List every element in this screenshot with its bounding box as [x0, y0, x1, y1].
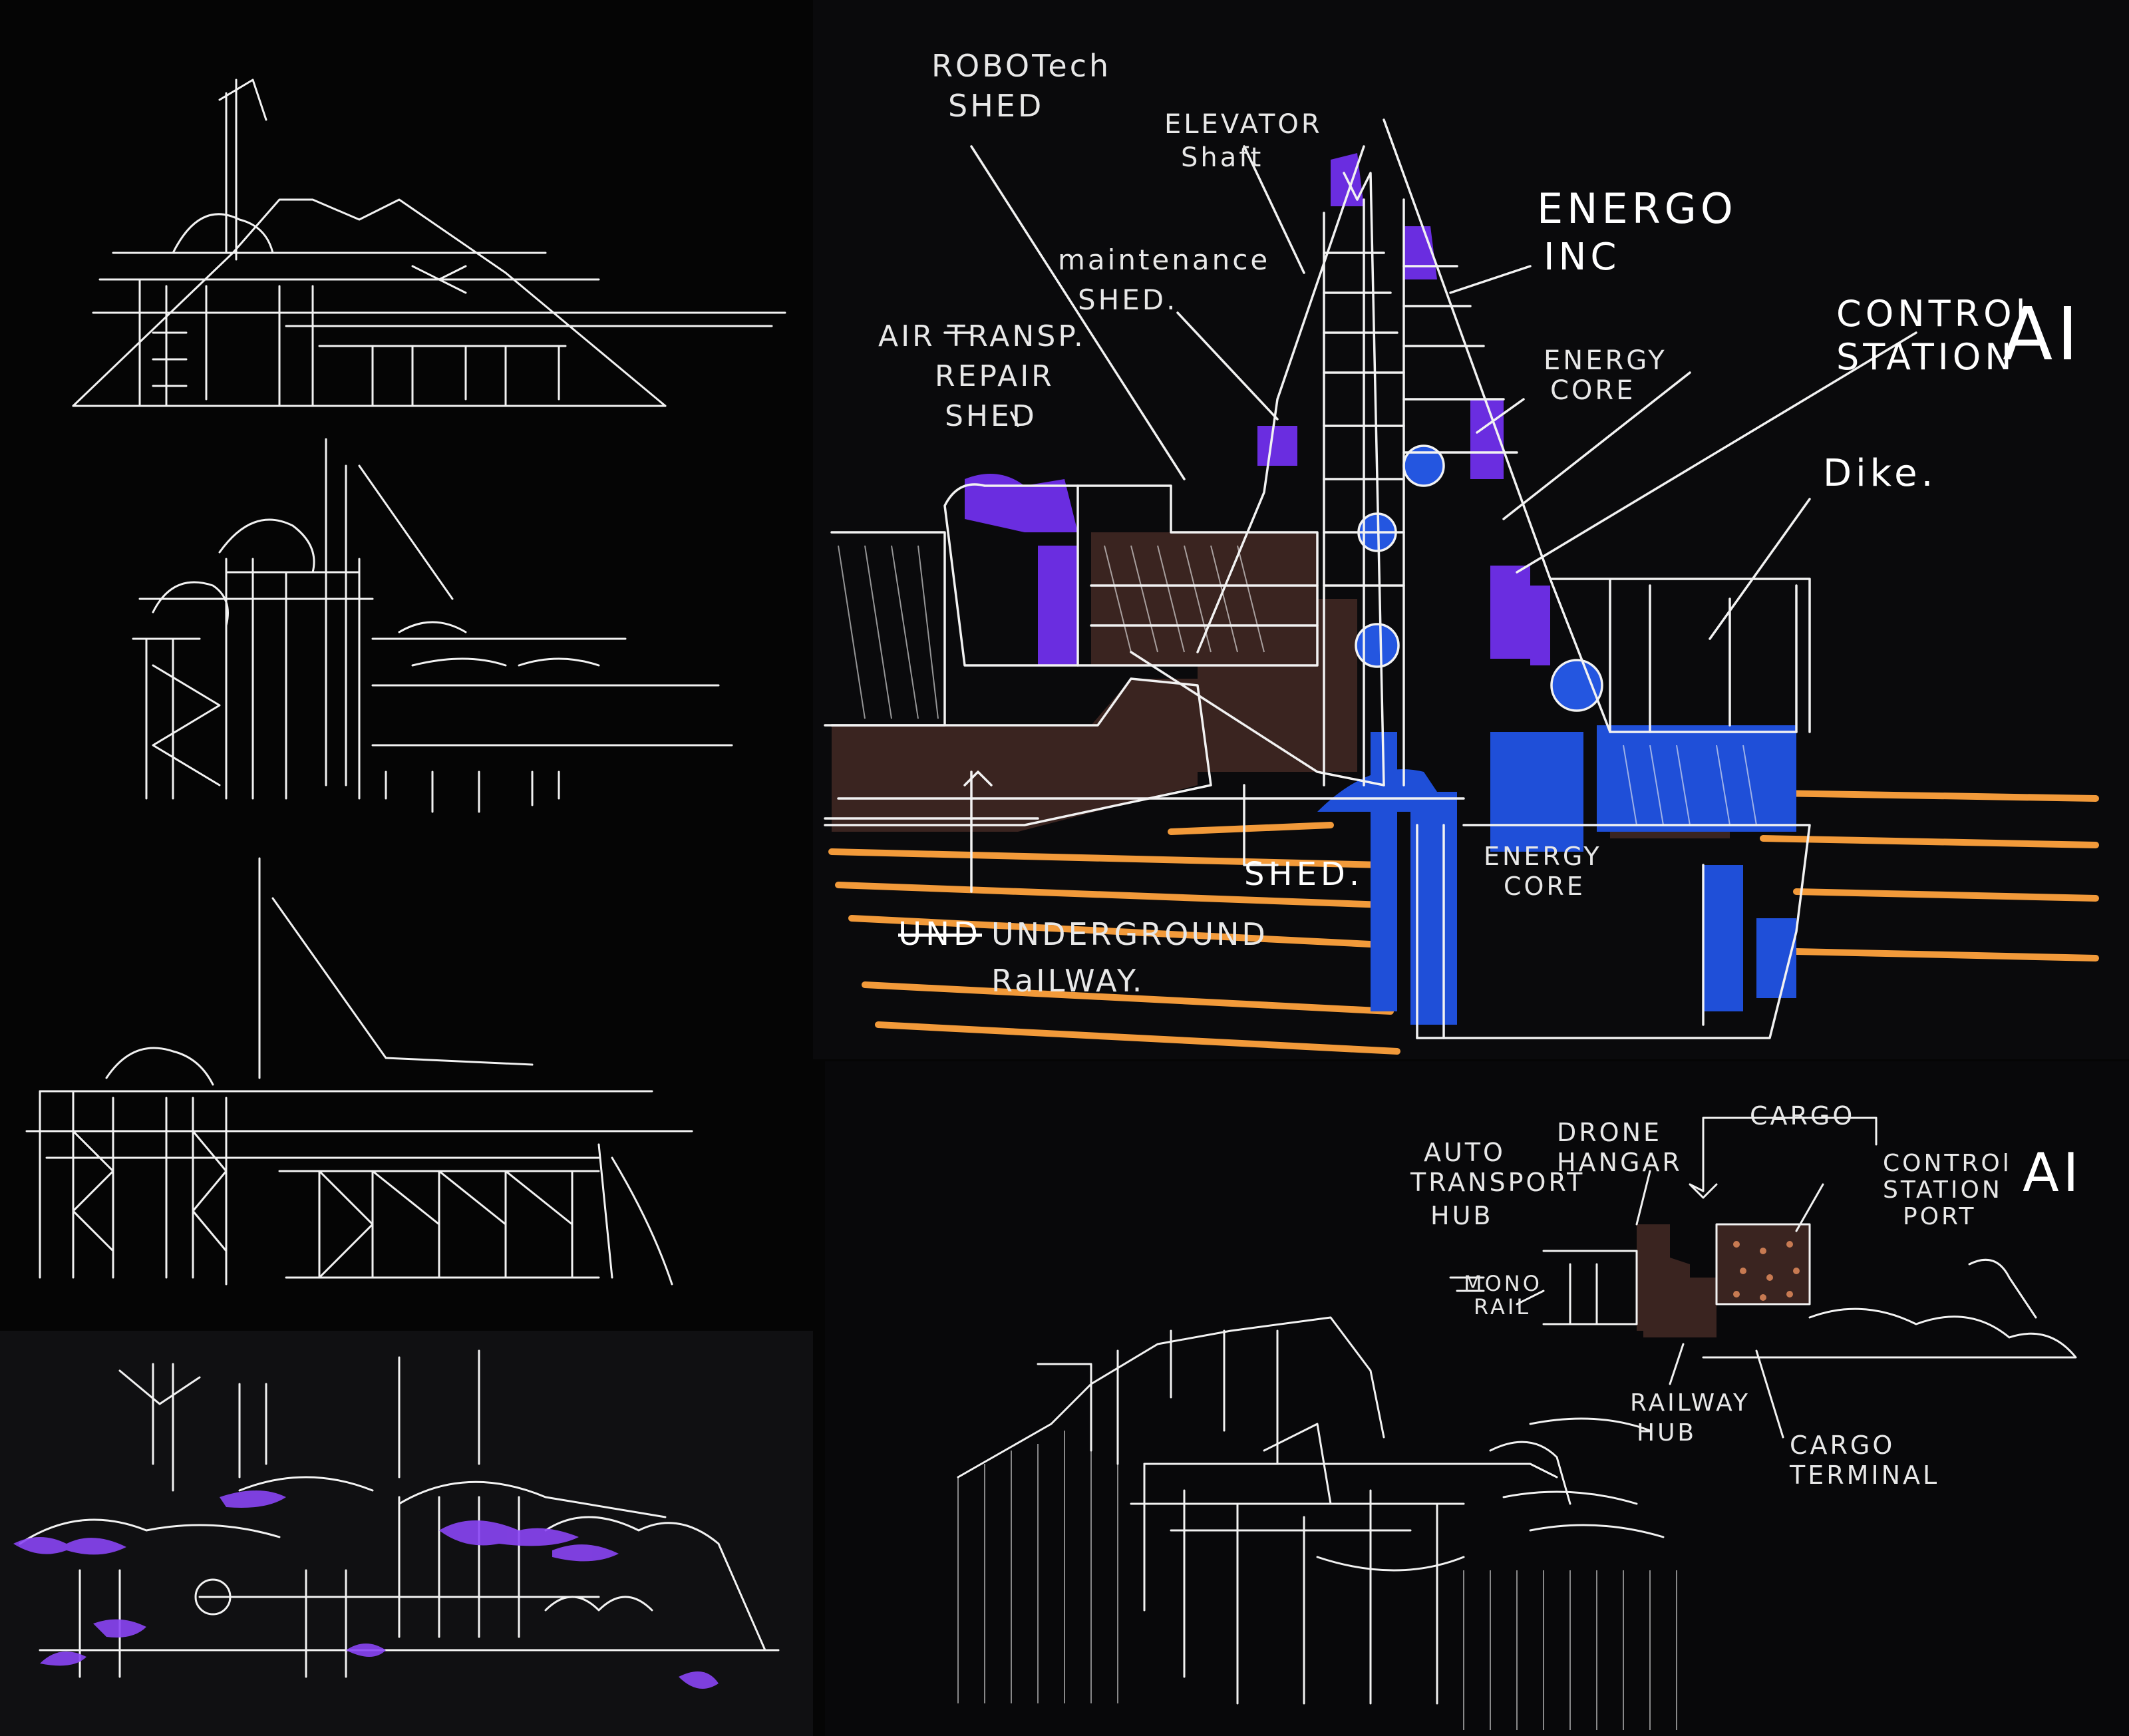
elevation-sketch-2: [132, 438, 733, 813]
section-sketch-panel: [813, 0, 2129, 1059]
port-outlines: [957, 1117, 2077, 1705]
label-monorail-line2: RAIL: [1474, 1294, 1531, 1319]
section-labels: ROBOTech SHED ELEVATOR Shaft ENERGO INC …: [878, 48, 2082, 999]
blue-energy-structure: [1317, 725, 1796, 1025]
label-energy-core-lower-line2: CORE: [1504, 872, 1585, 901]
elevation-sketch-4-violet: [13, 1349, 780, 1689]
label-elevator-shaft-line2: Shaft: [1181, 142, 1263, 173]
label-cargo: CARGO: [1750, 1101, 1855, 1130]
label-monorail-line1: MONO: [1464, 1271, 1542, 1296]
port-sketch: [957, 1117, 2077, 1730]
label-control-station-line2: STATION: [1836, 336, 2016, 378]
label-cargo-terminal-line2: TERMINAL: [1789, 1461, 1939, 1490]
label-auto-transport-hub-line1: AUTO: [1424, 1138, 1506, 1167]
label-air-transp-line3: SHED: [945, 399, 1037, 433]
label-air-transp-line1: AIR TRANSP.: [878, 319, 1086, 353]
label-drone-hangar-line2: HANGAR: [1557, 1148, 1683, 1177]
label-energo-inc-line2: INC: [1544, 236, 1621, 279]
violet-sketch-panel: [0, 1331, 813, 1736]
elevation-sketch-1: [72, 79, 786, 407]
label-energy-core-lower-line1: ENERGY: [1484, 842, 1602, 871]
label-underground-strike: UND: [898, 916, 982, 953]
label-energy-core-line2: CORE: [1550, 375, 1635, 406]
energy-core-spheres: [1356, 446, 1602, 711]
label-energo-inc-line1: ENERGO: [1537, 184, 1737, 233]
port-hatching: [957, 1417, 1677, 1730]
label-auto-transport-hub-line3: HUB: [1430, 1201, 1493, 1230]
section-hatching: [838, 545, 1757, 826]
label-cargo-terminal-line1: CARGO: [1790, 1431, 1895, 1460]
label-railway-hub-line2: HUB: [1637, 1419, 1697, 1447]
label-robotech-shed-line1: ROBOTech: [931, 48, 1111, 84]
label-energy-core-line1: ENERGY: [1544, 345, 1667, 376]
label-underground-railway-line1: UNDERGROUND: [991, 916, 1268, 952]
label-control-station-port-line2: STATION: [1883, 1176, 2003, 1204]
label-maintenance-shed-line1: maintenance: [1058, 244, 1270, 276]
section-sketch: [824, 118, 2099, 1055]
label-control-station-port-line1: CONTROl: [1883, 1150, 2012, 1177]
label-control-station-line1: CONTROl: [1836, 293, 2030, 335]
port-labels: CARGO DRONE HANGAR AUTO TRANSPORT HUB CO…: [1410, 1101, 2082, 1490]
label-auto-transport-hub-line2: TRANSPORT: [1410, 1168, 1585, 1197]
label-control-station-port-line3: PORT: [1903, 1203, 1976, 1230]
label-underground-railway-line2: RaILWAY.: [991, 963, 1144, 999]
violet-fills: [965, 153, 1550, 665]
label-air-transp-line2: REPAIR: [935, 359, 1055, 393]
port-sketch-panel: [825, 1061, 2129, 1736]
label-drone-hangar-line1: DRONE: [1557, 1118, 1662, 1147]
section-outlines: [824, 118, 1917, 1039]
label-maintenance-shed-line2: SHED.: [1078, 283, 1178, 316]
label-railway-hub-line1: RAILWAY: [1630, 1389, 1750, 1417]
label-elevator-shaft-line1: ELEVATOR: [1164, 109, 1323, 140]
port-dots: [1733, 1241, 1800, 1301]
label-robotech-shed-line2: SHED: [948, 88, 1044, 124]
label-port-ai: AI: [2023, 1142, 2082, 1204]
elevation-sketch-3: [25, 857, 693, 1286]
label-control-ai: AI: [2003, 291, 2082, 377]
label-shed: SHED.: [1244, 856, 1363, 893]
label-dike: Dike.: [1823, 452, 1937, 495]
